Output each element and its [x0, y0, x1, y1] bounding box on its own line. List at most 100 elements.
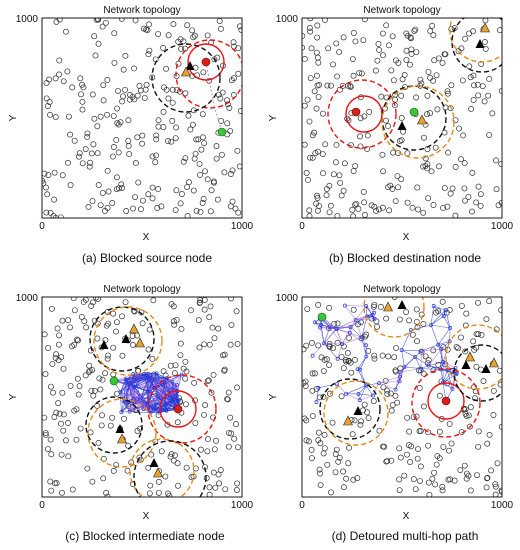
network-node	[221, 169, 228, 176]
network-node	[59, 317, 66, 324]
blocked-relay-triangle	[489, 357, 499, 368]
network-node	[395, 184, 401, 191]
routing-link	[323, 343, 338, 359]
routing-link	[160, 385, 164, 398]
network-node	[335, 458, 342, 465]
range-circle	[129, 438, 195, 497]
destination-node	[317, 312, 327, 322]
network-node	[113, 137, 120, 143]
network-node	[125, 137, 132, 144]
network-node	[430, 347, 437, 354]
network-node	[333, 40, 340, 47]
network-node	[201, 341, 208, 348]
network-node	[453, 343, 460, 350]
network-node	[447, 190, 454, 197]
network-node	[113, 328, 120, 335]
y-tick-label: 1000	[276, 14, 299, 25]
routing-link	[421, 348, 442, 352]
network-node	[146, 21, 152, 28]
network-node	[467, 74, 474, 81]
network-node	[486, 76, 493, 82]
relay-node	[160, 383, 165, 388]
routing-link	[129, 373, 145, 384]
relay-node	[370, 393, 375, 398]
network-node	[182, 155, 189, 162]
network-node	[75, 337, 81, 344]
range-circle	[87, 398, 157, 468]
network-node	[408, 443, 415, 450]
network-node	[439, 59, 446, 66]
routing-link	[156, 373, 173, 383]
network-node	[475, 428, 482, 435]
plot-frame	[41, 17, 243, 219]
routing-link	[162, 374, 182, 386]
network-node	[446, 420, 453, 427]
network-node	[229, 167, 236, 174]
network-node	[462, 410, 469, 417]
network-node	[230, 39, 237, 46]
range-circle	[319, 378, 381, 440]
network-node	[129, 333, 136, 339]
network-node	[477, 191, 484, 198]
routing-link	[341, 326, 351, 345]
network-node	[340, 484, 347, 491]
x-axis-label: X	[143, 232, 150, 243]
network-node	[465, 193, 472, 200]
network-node	[215, 325, 222, 332]
network-node	[406, 428, 413, 435]
routing-link	[176, 384, 178, 392]
network-node	[149, 184, 156, 191]
routing-link	[349, 326, 351, 333]
network-node	[320, 450, 327, 457]
network-node	[439, 298, 446, 305]
network-node	[435, 308, 442, 314]
network-node	[356, 69, 363, 76]
network-node	[334, 73, 341, 80]
range-circle	[323, 380, 389, 446]
network-node	[196, 300, 203, 306]
network-node	[306, 213, 313, 218]
network-node	[160, 45, 167, 51]
routing-link	[430, 309, 446, 326]
network-node	[119, 98, 126, 105]
range-circle	[133, 440, 207, 497]
blocker-triangle	[397, 121, 407, 130]
panel-title: Network topology	[363, 5, 440, 16]
network-node	[94, 150, 101, 157]
network-node	[468, 106, 475, 112]
network-node	[171, 321, 178, 328]
network-node	[444, 90, 451, 97]
network-node	[430, 32, 437, 39]
network-node	[477, 202, 484, 209]
network-node	[219, 89, 226, 96]
network-node	[222, 486, 229, 493]
range-circle	[175, 39, 242, 109]
network-node	[213, 143, 220, 150]
relay-node	[124, 377, 129, 382]
routing-link	[337, 343, 343, 359]
network-node	[186, 179, 192, 186]
routing-link	[126, 375, 146, 381]
network-node	[234, 384, 241, 391]
network-node	[216, 18, 223, 24]
network-node	[161, 84, 167, 91]
network-node	[461, 462, 468, 469]
network-node	[361, 401, 368, 408]
network-node	[210, 372, 217, 378]
routing-link	[442, 367, 456, 383]
network-node	[206, 491, 213, 497]
network-node	[457, 467, 464, 473]
network-node	[319, 110, 326, 117]
network-node	[231, 435, 238, 442]
network-node	[191, 380, 198, 386]
relay-node	[441, 314, 446, 319]
network-node	[178, 45, 185, 52]
routing-link	[441, 348, 444, 362]
network-node	[115, 87, 121, 94]
network-node	[76, 150, 83, 157]
network-node	[65, 317, 72, 324]
relay-node	[347, 330, 352, 335]
blocker-triangle	[397, 300, 407, 309]
network-node	[377, 303, 384, 310]
network-node	[304, 306, 311, 312]
